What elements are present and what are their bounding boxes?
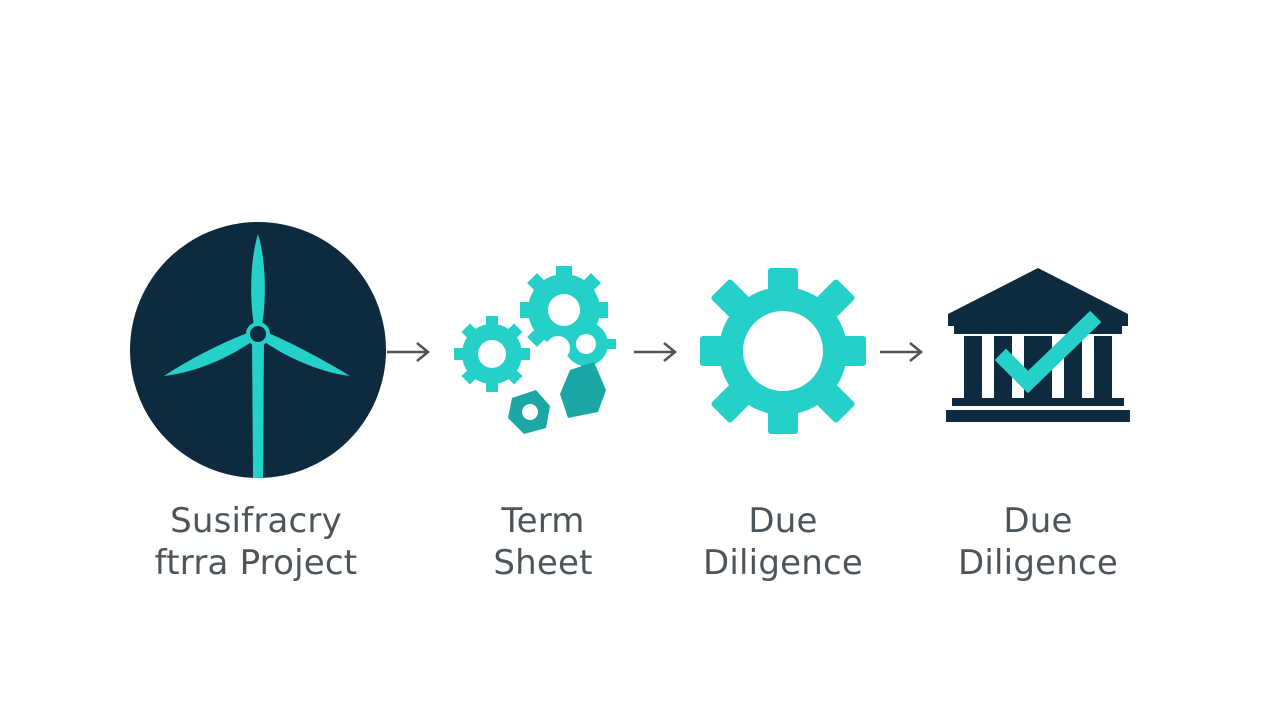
step-label-line: Sheet <box>493 543 593 583</box>
right-arrow-icon <box>878 340 926 364</box>
step-label-term-sheet: Term Sheet <box>423 500 663 584</box>
wind-turbine-icon <box>128 220 388 480</box>
step-label-line: Diligence <box>958 543 1118 583</box>
step-label-line: ftrra Project <box>154 543 358 583</box>
step-label-line: Term <box>501 501 585 541</box>
step-label-line: Susifracry <box>170 501 342 541</box>
step-label-line: Diligence <box>703 543 863 583</box>
step-label-due-diligence: Due Diligence <box>663 500 903 584</box>
step-label-line: Due <box>1003 501 1073 541</box>
gear-icon <box>698 266 868 436</box>
step-label-due-diligence-final: Due Diligence <box>918 500 1158 584</box>
right-arrow-icon <box>385 340 433 364</box>
right-arrow-icon <box>632 340 680 364</box>
step-label-line: Due <box>748 501 818 541</box>
gears-icon <box>452 262 622 440</box>
step-label-project: Susifracry ftrra Project <box>136 500 376 584</box>
bank-check-icon <box>944 264 1132 424</box>
